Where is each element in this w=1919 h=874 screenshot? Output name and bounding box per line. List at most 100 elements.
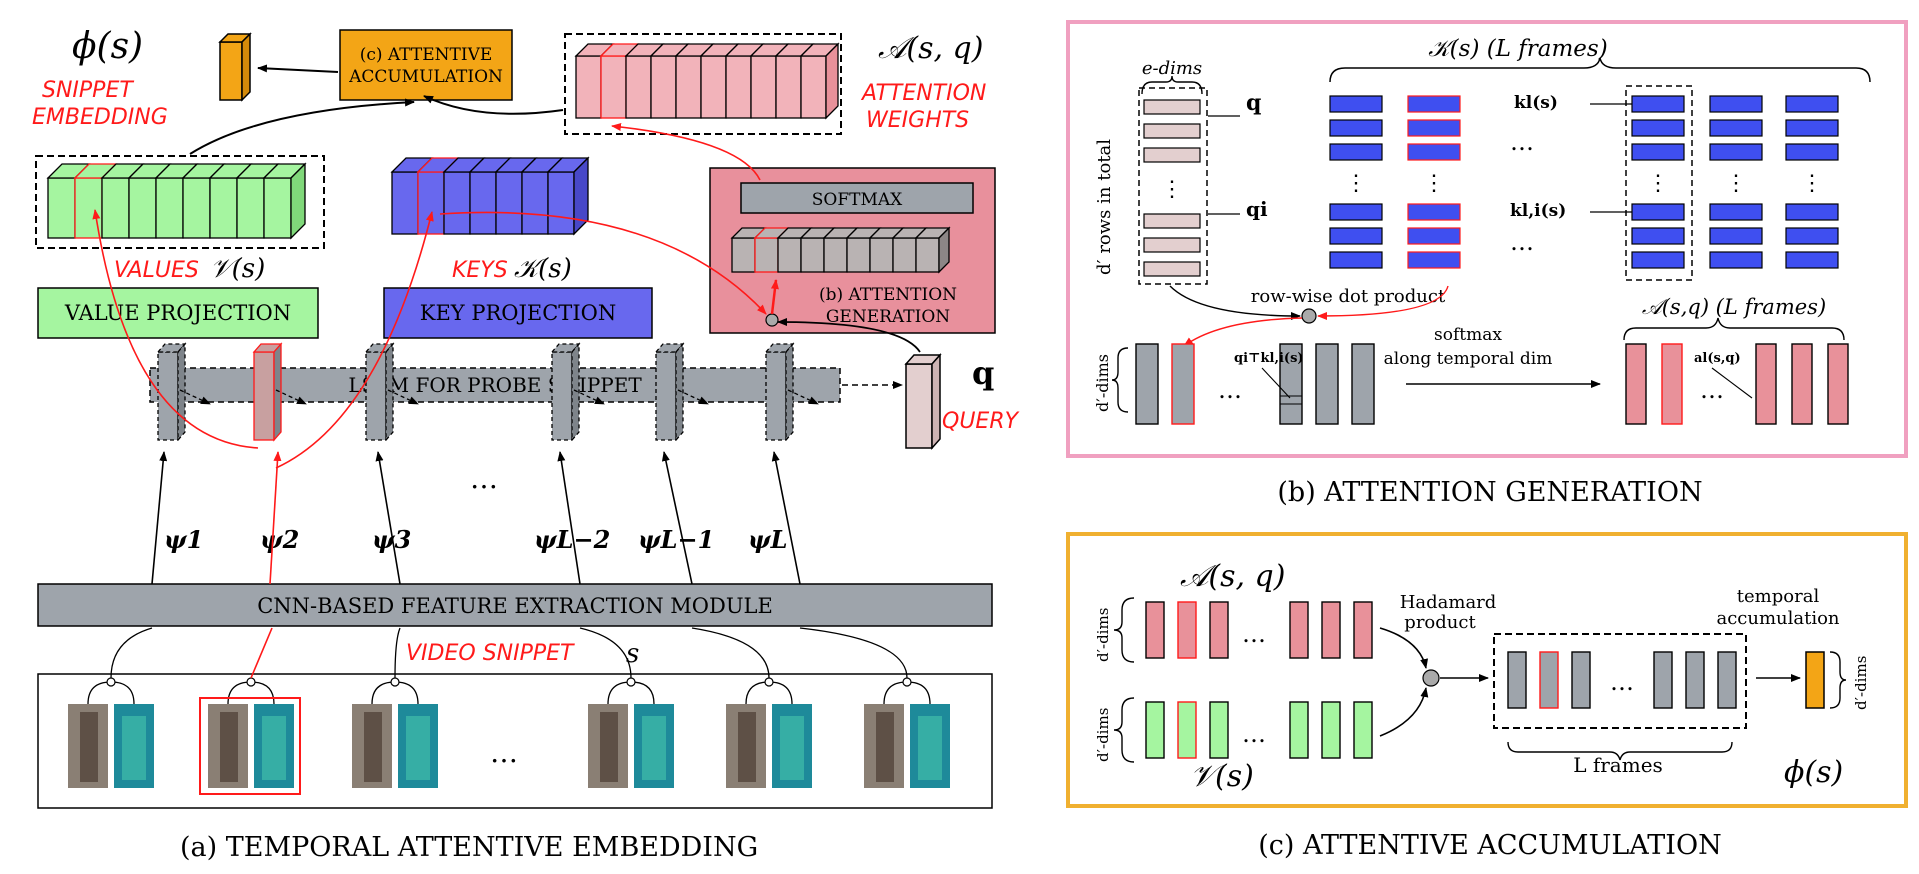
query-to-node-arrow (777, 318, 921, 353)
al-label: al(s,q) (1694, 351, 1741, 366)
score-cell (869, 237, 894, 273)
frame-person (220, 712, 238, 782)
attention-weights-label-2: WEIGHTS (866, 108, 969, 133)
attention-weights-dashed-box (564, 33, 842, 135)
a-to-hadamard-arrow (1379, 627, 1429, 669)
frame-flow-blob (780, 716, 804, 780)
feature-to-lstm-arrow (387, 389, 419, 405)
value-cell (47, 177, 76, 239)
key-vdots: ⋮ (1725, 171, 1747, 196)
frame-person (364, 712, 382, 782)
temporal-1: temporal (1737, 586, 1820, 607)
psi2-to-values-arrow (92, 209, 259, 449)
value-projection-box (37, 287, 319, 339)
c-value-column (1289, 701, 1309, 759)
value-cell (182, 177, 211, 239)
value-cell (263, 177, 292, 239)
feature-to-lstm-arrow (573, 389, 605, 405)
c-ellipsis-product: … (1610, 668, 1634, 696)
attention-column (1661, 343, 1683, 425)
attention-weight-cell (575, 55, 602, 119)
key-cell (521, 171, 549, 235)
l-frames-label: L frames (1573, 753, 1663, 777)
rowwise-label: row-wise dot product (1251, 286, 1446, 307)
feature-block-side (177, 342, 186, 442)
key-row (1709, 227, 1763, 245)
key-row (1785, 143, 1839, 161)
scores-vector (730, 226, 951, 274)
l-frames-brace (1507, 741, 1733, 761)
phi-label: ϕ(s) (72, 26, 143, 67)
d-rows-label: d′ rows in total (1094, 139, 1115, 275)
score-cell (731, 237, 756, 273)
frame-to-cnn-line (691, 627, 770, 679)
cnn-to-feature-arrow (661, 451, 693, 585)
b-d-dims-brace (1111, 347, 1129, 413)
score-side (938, 226, 950, 274)
key-columns: ⋮⋮⋮⋮⋮ (1329, 95, 1839, 269)
features-ellipsis: … (470, 462, 498, 495)
hadamard-node (1422, 669, 1440, 687)
key-vdots: ⋮ (1801, 171, 1823, 196)
c-value-column (1145, 701, 1165, 759)
key-row (1407, 251, 1461, 269)
values-math-label: 𝒱(s) (210, 254, 265, 284)
c-value-column (1209, 701, 1229, 759)
value-cell (101, 177, 130, 239)
key-row (1785, 203, 1839, 221)
attentive-accumulation-box (339, 29, 513, 101)
key-cell (443, 171, 471, 235)
key-vdots: ⋮ (1423, 171, 1445, 196)
values-to-accum-arrow (189, 98, 415, 155)
cnn-to-feature-arrow (269, 451, 282, 585)
psi-label: ψ1 (164, 525, 203, 554)
feature-to-lstm-arrow (275, 389, 307, 405)
attention-column (1755, 343, 1777, 425)
frame-to-cnn-line (394, 627, 401, 679)
keys-label: KEYS (452, 258, 508, 283)
qk-label: qi⊤kl,i(s) (1234, 351, 1304, 366)
c-value-column (1177, 701, 1197, 759)
product-column (1539, 651, 1559, 709)
hadamard-1: Hadamard (1400, 592, 1497, 613)
feature-to-lstm-arrow (677, 389, 709, 405)
attention-weight-cell (650, 55, 677, 119)
feature-block (655, 351, 677, 441)
score-cell (777, 237, 802, 273)
key-cell (547, 171, 575, 235)
score-column (1171, 343, 1195, 425)
score-cell (846, 237, 871, 273)
k-ellipsis-1: … (1510, 128, 1534, 156)
softmax-box (740, 182, 974, 214)
dot-to-score-arrow (1183, 317, 1303, 347)
c-d-dims-bottom: d′-dims (1094, 708, 1112, 762)
feature-block-side (571, 342, 580, 442)
product-column (1507, 651, 1527, 709)
key-row (1407, 119, 1461, 137)
key-projection-label: KEY PROJECTION (420, 301, 616, 325)
key-row (1631, 251, 1685, 269)
score-columns (1135, 343, 1375, 425)
accum-to-embedding-arrow (257, 64, 339, 73)
v-to-hadamard-arrow (1379, 687, 1429, 737)
c-phi-block (1805, 651, 1825, 709)
score-cell (800, 237, 825, 273)
e-dims-label: e-dims (1142, 58, 1202, 79)
query-block (904, 353, 942, 450)
keys-to-node-arrow (439, 211, 767, 315)
video-frames-box (37, 673, 993, 809)
feature-block-side (675, 342, 684, 442)
b-softmax-2: along temporal dim (1384, 349, 1553, 369)
attention-weight-cell (675, 55, 702, 119)
value-cell (209, 177, 238, 239)
frame-to-cnn-line (110, 627, 153, 679)
key-row (1631, 143, 1685, 161)
cnn-label: CNN-BASED FEATURE EXTRACTION MODULE (257, 594, 773, 618)
feature-block-side (785, 342, 794, 442)
c-ellipsis-bottom: … (1242, 720, 1266, 748)
hadamard-2: product (1404, 612, 1476, 633)
values-vector (46, 162, 307, 240)
product-column (1571, 651, 1591, 709)
c-ellipsis-top: … (1242, 620, 1266, 648)
